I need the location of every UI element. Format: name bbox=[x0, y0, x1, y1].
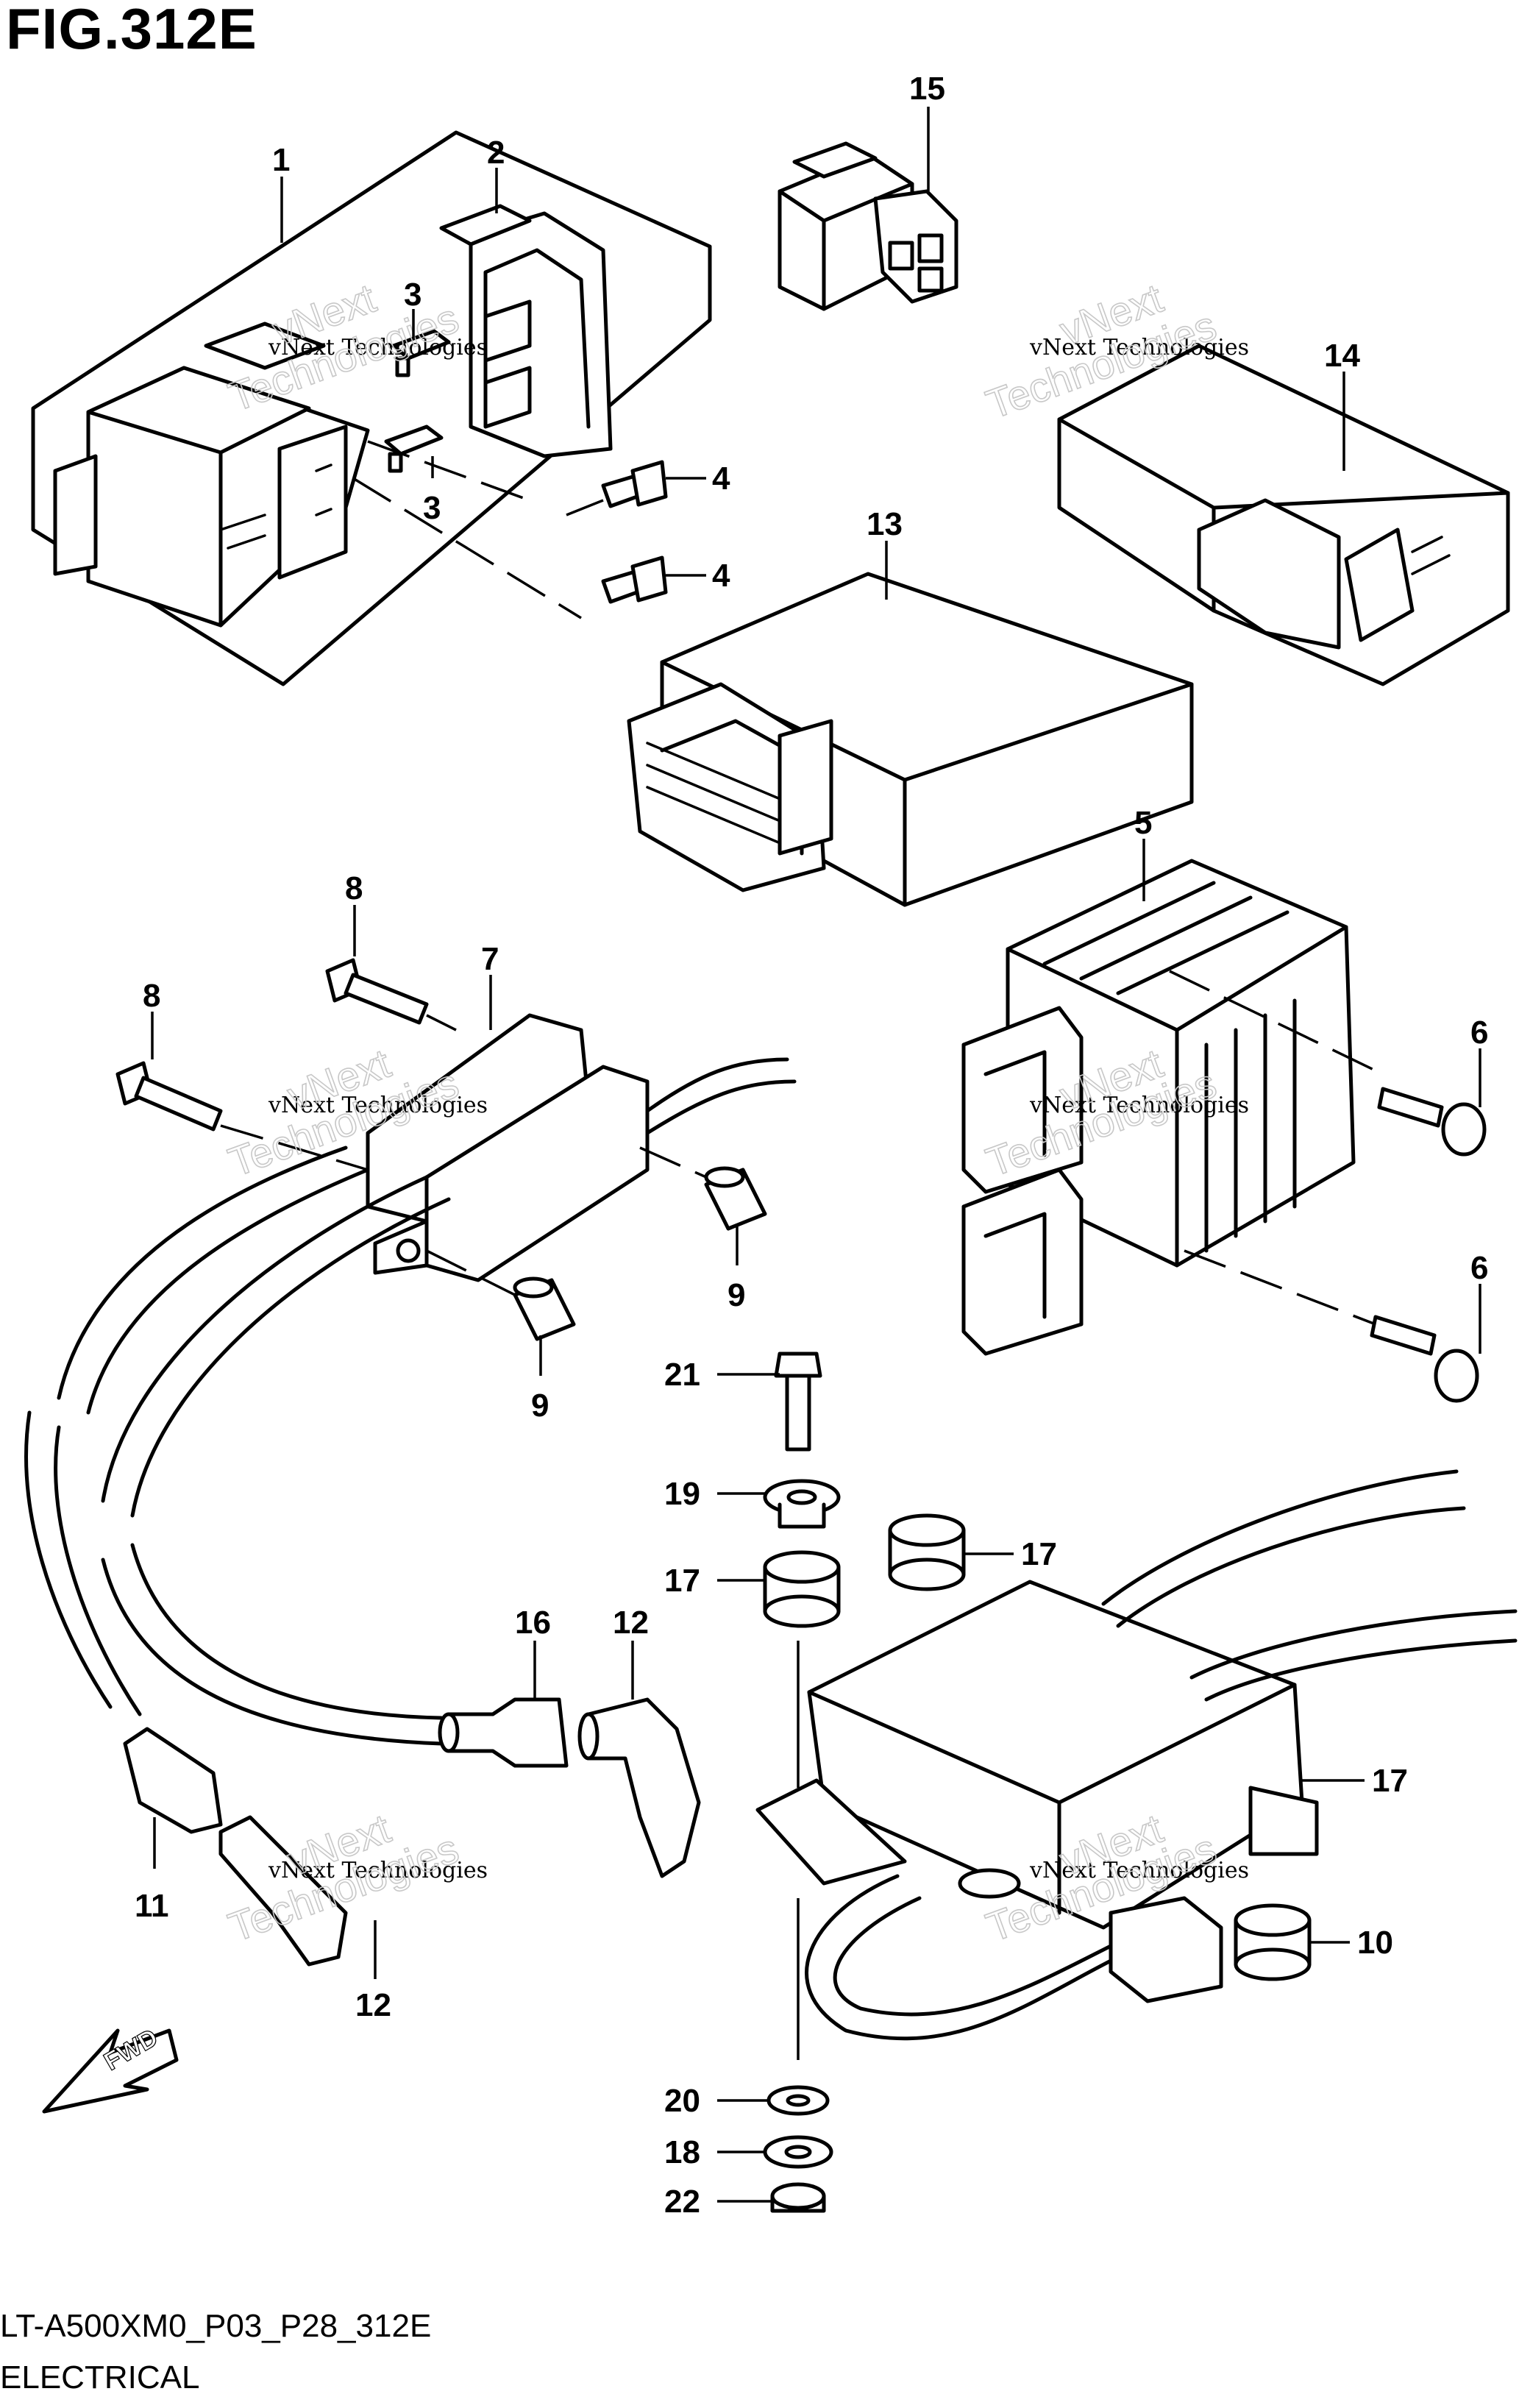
relay-leader-dash bbox=[352, 477, 582, 619]
callout-18[interactable]: 18 bbox=[664, 2134, 700, 2170]
ecm-cover-14[interactable] bbox=[1057, 344, 1510, 686]
callout-9-upper[interactable]: 9 bbox=[728, 1277, 745, 1313]
control-unit-16[interactable] bbox=[755, 1469, 1518, 2041]
callout-8-upper[interactable]: 8 bbox=[345, 870, 363, 906]
callout-12-lower[interactable]: 11 bbox=[135, 1888, 169, 1924]
ignition-coil-7[interactable] bbox=[366, 1013, 797, 1304]
bolt-8-upper[interactable] bbox=[325, 958, 457, 1031]
callout-9-lower[interactable]: 9 bbox=[531, 1388, 549, 1424]
callout-7[interactable]: 7 bbox=[481, 941, 499, 977]
ecm-13[interactable] bbox=[627, 572, 1194, 907]
callout-2[interactable]: 2 bbox=[487, 135, 505, 171]
plug-cap-12-upper[interactable] bbox=[438, 1697, 569, 1768]
model-code: LT-A500XM0_P03_P28_312E bbox=[0, 2308, 432, 2344]
callout-17-center[interactable]: 17 bbox=[664, 1563, 700, 1599]
grommet-17-center[interactable] bbox=[763, 1550, 841, 1628]
watermark-1: vNext Technologies bbox=[268, 335, 488, 361]
relay-kit-frame bbox=[31, 130, 712, 686]
washer-19[interactable] bbox=[763, 1479, 841, 1529]
relay-body[interactable] bbox=[53, 322, 370, 628]
bolt-4-upper[interactable] bbox=[566, 460, 668, 516]
watermark-5: vNext Technologies bbox=[268, 1858, 488, 1883]
nut-22[interactable] bbox=[770, 2182, 826, 2213]
callout-22[interactable]: 22 bbox=[664, 2184, 700, 2220]
callout-21[interactable]: 21 bbox=[664, 1357, 700, 1393]
plug-cap-10[interactable] bbox=[218, 1815, 348, 1967]
watermark-4: vNext Technologies bbox=[1029, 1093, 1249, 1118]
callout-10[interactable]: 12 bbox=[355, 1987, 391, 2023]
watermark-6: vNext Technologies bbox=[1029, 1858, 1249, 1883]
grommet-17-upper-right[interactable] bbox=[888, 1513, 966, 1591]
collar-9-upper[interactable] bbox=[704, 1166, 767, 1231]
section-name: ELECTRICAL bbox=[0, 2359, 200, 2395]
high-tension-cords bbox=[24, 1146, 451, 1746]
callout-4-lower[interactable]: 4 bbox=[712, 558, 730, 594]
figure-title: FIG.312E bbox=[6, 0, 257, 61]
bolt-21[interactable] bbox=[774, 1352, 822, 1452]
grommet-17-lower-right[interactable] bbox=[1234, 1903, 1312, 1981]
watermark-2: vNext Technologies bbox=[1029, 335, 1249, 361]
callout-3-upper[interactable]: 3 bbox=[404, 277, 421, 313]
callout-20[interactable]: 20 bbox=[664, 2083, 700, 2119]
regulator-rectifier-5[interactable] bbox=[961, 859, 1384, 1356]
watermark-3: vNext Technologies bbox=[268, 1093, 488, 1118]
collar-9-lower[interactable] bbox=[513, 1276, 576, 1341]
callouts: 1 2 3 3 4 4 15 14 13 5 6 6 7 bbox=[135, 71, 1488, 2220]
plug-cap-12-lower[interactable] bbox=[123, 1727, 223, 1834]
callout-3-lower[interactable]: 3 bbox=[423, 490, 441, 526]
washer-18[interactable] bbox=[763, 2135, 833, 2169]
relay-assembly-group bbox=[31, 130, 712, 686]
callout-5[interactable]: 5 bbox=[1134, 805, 1152, 841]
relay-leader-dash-2 bbox=[367, 440, 530, 502]
callout-15[interactable]: 15 bbox=[909, 71, 945, 107]
callout-6-upper[interactable]: 6 bbox=[1470, 1015, 1488, 1051]
callout-6-lower[interactable]: 6 bbox=[1470, 1250, 1488, 1286]
relay-cover[interactable] bbox=[439, 204, 613, 458]
fuse-upper[interactable] bbox=[391, 329, 451, 377]
bolt-4-lower[interactable] bbox=[601, 555, 668, 604]
callout-16[interactable]: 17 bbox=[1372, 1763, 1408, 1799]
fwd-arrow: FWD bbox=[42, 2023, 179, 2114]
callout-17-upper-right[interactable]: 17 bbox=[1021, 1536, 1057, 1572]
plug-cap-11[interactable] bbox=[577, 1697, 701, 1878]
washer-20[interactable] bbox=[766, 2085, 830, 2116]
callout-14[interactable]: 14 bbox=[1324, 338, 1360, 374]
callout-12-upper[interactable]: 16 bbox=[515, 1605, 551, 1641]
bolt-6-lower[interactable] bbox=[1370, 1315, 1479, 1403]
fuse-lower[interactable] bbox=[384, 425, 444, 473]
bolt-8-lower[interactable] bbox=[115, 1061, 369, 1171]
callout-19[interactable]: 19 bbox=[664, 1476, 700, 1512]
callout-11[interactable]: 12 bbox=[613, 1605, 649, 1641]
callout-8-lower[interactable]: 8 bbox=[143, 978, 160, 1014]
callout-17-lower-right[interactable]: 10 bbox=[1357, 1925, 1393, 1961]
bolt-6-upper[interactable] bbox=[1377, 1087, 1487, 1157]
callout-4-upper[interactable]: 4 bbox=[712, 461, 730, 497]
callout-1[interactable]: 1 bbox=[272, 142, 290, 178]
coupler-15[interactable] bbox=[778, 141, 958, 311]
callout-13[interactable]: 13 bbox=[867, 506, 903, 542]
